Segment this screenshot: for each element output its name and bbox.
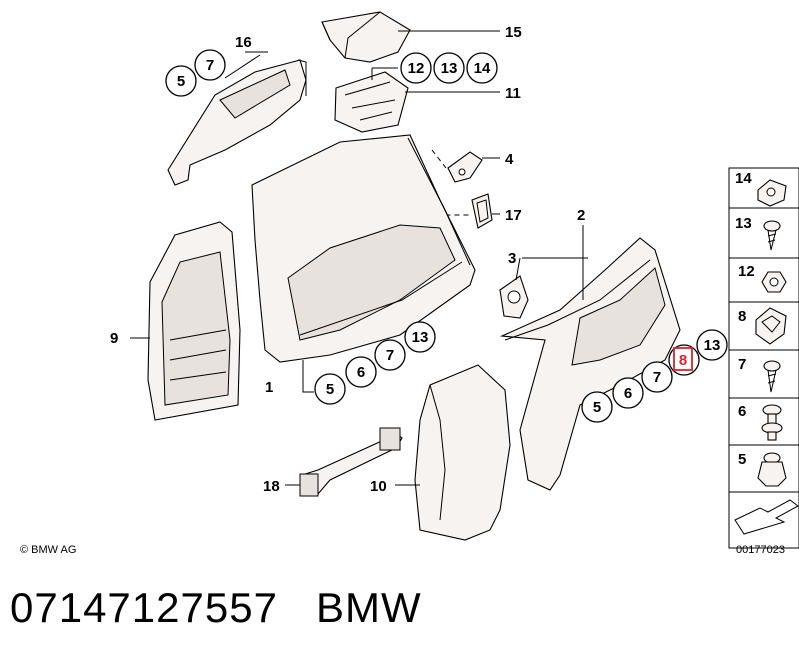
circle-6-right: 6: [612, 377, 644, 409]
callout-9: 9: [110, 330, 118, 347]
svg-text:5: 5: [326, 381, 334, 398]
part-3-bracket: [499, 275, 529, 319]
part-number-caption: 07147127557 BMW: [10, 584, 422, 632]
expanding-nut-icon: [757, 452, 787, 487]
circle-14-top: 14: [466, 52, 498, 84]
part-10-lower-panel: [414, 364, 511, 541]
svg-text:13: 13: [412, 329, 429, 346]
legend-label-8: 8: [738, 308, 746, 325]
callout-11: 11: [505, 85, 521, 102]
part-18-strap: [299, 427, 403, 497]
callout-4: 4: [505, 151, 514, 168]
callout-10: 10: [370, 478, 387, 495]
callout-18: 18: [263, 478, 280, 495]
part-4-clip: [447, 151, 483, 183]
legend-label-14: 14: [735, 170, 752, 187]
spring-clip-icon: [755, 307, 787, 345]
copyright-text: © BMW AG: [20, 544, 76, 556]
callout-1: 1: [265, 379, 273, 396]
circle-6-mid: 6: [345, 356, 377, 388]
svg-text:13: 13: [441, 60, 458, 77]
svg-text:5: 5: [593, 399, 601, 416]
svg-text:5: 5: [177, 73, 185, 90]
circle-7-mid: 7: [374, 339, 406, 371]
svg-text:14: 14: [474, 60, 491, 77]
circle-7-top: 7: [194, 49, 226, 81]
part-1-side-trim: [251, 134, 476, 363]
clip-nut-icon: [757, 179, 787, 207]
svg-text:13: 13: [704, 337, 721, 354]
circle-13-top: 13: [433, 52, 465, 84]
legend-label-13: 13: [735, 215, 752, 232]
svg-text:6: 6: [357, 364, 365, 381]
circle-13-right: 13: [696, 329, 728, 361]
circle-8-right-highlighted[interactable]: 8: [668, 344, 700, 376]
part-11-bracket: [334, 71, 409, 133]
part-17-cover: [471, 193, 493, 229]
diagram-code: 00177023: [736, 544, 785, 556]
screw-icon: [763, 360, 781, 393]
circle-5-top: 5: [165, 65, 197, 97]
part-16-upper-trim: [167, 59, 307, 186]
svg-text:7: 7: [386, 347, 394, 364]
hex-nut-icon: [761, 271, 787, 293]
callout-16: 16: [235, 34, 252, 51]
svg-text:6: 6: [624, 385, 632, 402]
legend-column: 14 13 12 8 7 6 5: [728, 167, 799, 549]
part-number: 07147127557: [10, 584, 278, 631]
callout-17: 17: [505, 207, 522, 224]
brand-name: BMW: [315, 584, 422, 631]
part-2-right-trim: [499, 237, 681, 491]
legend-label-5: 5: [738, 451, 746, 468]
svg-text:12: 12: [408, 60, 425, 77]
callout-3: 3: [508, 250, 516, 267]
svg-text:7: 7: [653, 369, 661, 386]
circle-12-top: 12: [400, 52, 432, 84]
svg-text:7: 7: [206, 57, 214, 74]
arrow-icon: [734, 499, 799, 535]
screw-icon: [763, 220, 781, 251]
part-9-panel: [147, 221, 241, 421]
legend-label-12: 12: [738, 263, 755, 280]
svg-text:8: 8: [679, 352, 687, 369]
callout-15: 15: [505, 24, 522, 41]
circle-5-right: 5: [581, 391, 613, 423]
circle-7-right: 7: [641, 361, 673, 393]
circle-13-mid: 13: [404, 321, 436, 353]
expanding-rivet-icon: [761, 404, 783, 441]
callout-2: 2: [577, 207, 585, 224]
legend-label-6: 6: [738, 403, 746, 420]
circle-5-mid: 5: [314, 373, 346, 405]
legend-label-7: 7: [738, 356, 746, 373]
part-15-cover: [321, 11, 411, 63]
